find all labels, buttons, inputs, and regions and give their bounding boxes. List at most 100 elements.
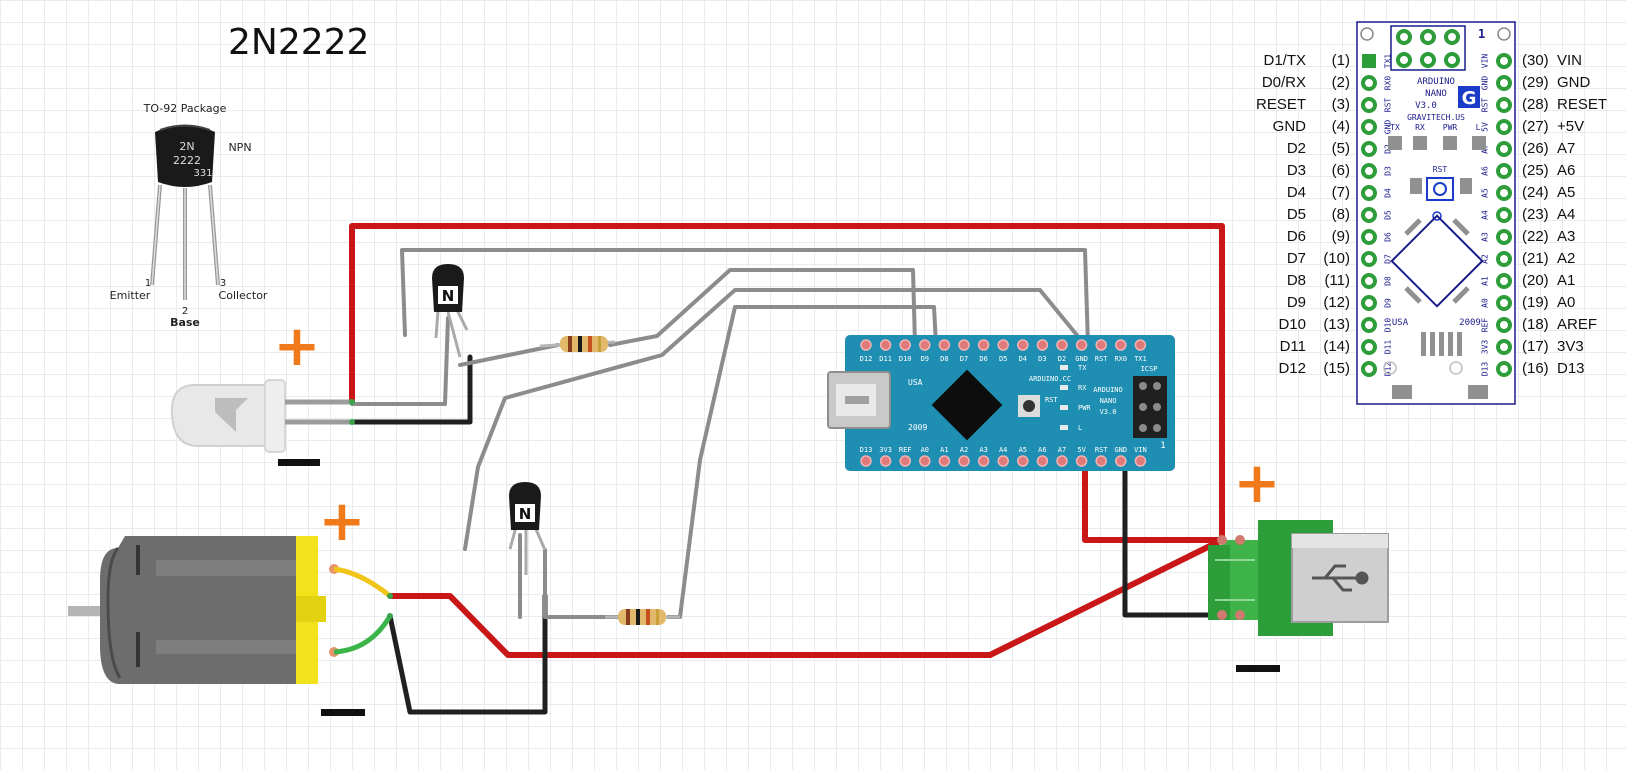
nano-top-pin-label: RX0 xyxy=(1114,355,1127,363)
nano-icsp-text: ICSP xyxy=(1141,365,1158,373)
nano-top-pin xyxy=(1095,339,1107,351)
nano-bottom-pin-label: A2 xyxy=(960,446,968,454)
pinout-right-name: RESET xyxy=(1557,96,1608,113)
pinout-left-number: (11) xyxy=(1324,272,1350,289)
nano-top-pin-label: GND xyxy=(1075,355,1088,363)
pinout-right-silk: A4 xyxy=(1481,210,1490,220)
nano-rst-text: RST xyxy=(1045,396,1058,404)
nano-bottom-pin-label: A3 xyxy=(979,446,987,454)
nano-brand-text: ARDUINO.CC xyxy=(1029,375,1071,383)
nano-top-pin xyxy=(879,339,892,351)
pinout-left-name: D9 xyxy=(1286,294,1306,311)
nano-led-l: L xyxy=(1078,424,1082,432)
pinout-left-silk: D9 xyxy=(1384,298,1393,308)
motor-minus-sign xyxy=(321,709,365,716)
pinout-left-silk: D3 xyxy=(1384,166,1393,176)
gray-wire-t2-collector xyxy=(543,548,620,619)
pinout-left-silk: TX1 xyxy=(1384,54,1393,69)
pinout-left-pad xyxy=(1361,295,1377,311)
nano-top-pin xyxy=(1017,339,1029,351)
pinout-right-silk: A1 xyxy=(1481,276,1490,286)
pinout-right-name: A1 xyxy=(1557,272,1576,289)
pinout-left-number: (9) xyxy=(1331,228,1350,245)
pinout-left-name: D3 xyxy=(1286,162,1306,179)
pinout-right-number: (19) xyxy=(1522,294,1549,311)
transistor-body-line-1: 2N xyxy=(179,140,194,153)
black-wire-nano-gnd xyxy=(1122,457,1228,618)
nano-pin1-marker: 1 xyxy=(1160,441,1165,451)
pinout-left-name: D2 xyxy=(1286,140,1306,157)
nano-bottom-pin-label: 5V xyxy=(1077,446,1086,454)
pinout-right-name: GND xyxy=(1557,74,1591,91)
pinout-right-pad xyxy=(1496,317,1512,333)
nano-usa-text: USA xyxy=(908,378,923,387)
black-wire-motor-minus xyxy=(387,593,548,715)
pinout-left-silk: D4 xyxy=(1384,188,1393,198)
pinout-left-name: GND xyxy=(1272,118,1306,135)
nano-bottom-pin xyxy=(938,455,951,467)
pinout-right-number: (23) xyxy=(1522,206,1549,223)
pinout-left-silk: D11 xyxy=(1384,340,1393,355)
motor-plus-sign: + xyxy=(319,489,366,554)
pinout-left-name: D7 xyxy=(1286,250,1306,267)
nano-top-pin-label: D9 xyxy=(921,355,929,363)
pinout-left-silk: D7 xyxy=(1384,254,1393,264)
red-wire-motor-plus xyxy=(387,537,1225,658)
pinout-right-name: 3V3 xyxy=(1557,338,1584,355)
nano-bottom-pin-label: A7 xyxy=(1058,446,1066,454)
nano-top-pin-label: D12 xyxy=(860,355,873,363)
pinout-right-number: (16) xyxy=(1522,360,1549,377)
usb-symbol-icon xyxy=(1312,564,1369,592)
pin3-number: 3 xyxy=(220,278,226,289)
pinout-right-number: (20) xyxy=(1522,272,1549,289)
resistor-r1 xyxy=(539,336,616,352)
pinout-right-pad xyxy=(1496,273,1512,289)
nano-bottom-pin-label: 3V3 xyxy=(879,446,892,454)
nano-bottom-pin xyxy=(899,455,911,467)
pinout-right-pad xyxy=(1496,119,1512,135)
pinout-right-silk: A6 xyxy=(1481,166,1490,176)
nano-pinout-diagram: TX1RX0RSTGNDD2D3D4D5D6D7D8D9D10D11D12 VI… xyxy=(1356,21,1516,405)
pinout-left-number: (5) xyxy=(1331,140,1350,157)
pinout-brand-1: ARDUINO xyxy=(1417,77,1455,87)
nano-bottom-pin xyxy=(1017,455,1029,467)
nano-top-pin-label: D7 xyxy=(960,355,968,363)
nano-top-pin xyxy=(1036,339,1049,351)
pinout-right-silk: REF xyxy=(1481,318,1490,333)
nano-bottom-pin xyxy=(1036,455,1049,467)
pinout-right-pad xyxy=(1496,361,1512,377)
gray-wire-t1-emitter-to-gnd xyxy=(400,248,1090,347)
pinout-left-number: (13) xyxy=(1323,316,1350,333)
usb-minus-sign xyxy=(1236,665,1280,672)
pinout-brand-3: V3.0 xyxy=(1415,101,1437,111)
pinout-left-number: (7) xyxy=(1331,184,1350,201)
nano-led-tx: TX xyxy=(1078,364,1087,372)
pinout-left-pad xyxy=(1361,141,1377,157)
pinout-right-pad xyxy=(1496,53,1512,69)
pinout-right-name: A7 xyxy=(1557,140,1576,157)
pinout-right-name: D13 xyxy=(1557,360,1585,377)
pinout-left-pad xyxy=(1361,339,1377,355)
pinout-left-pad xyxy=(1361,185,1377,201)
nano-top-pin-label: D10 xyxy=(899,355,912,363)
pinout-brand-2: NANO xyxy=(1425,89,1447,99)
pinout-left-name: D0/RX xyxy=(1261,74,1306,91)
pinout-right-name: VIN xyxy=(1557,52,1583,69)
pinout-right-number: (21) xyxy=(1522,250,1549,267)
pinout-right-number: (25) xyxy=(1522,162,1549,179)
nano-bottom-pin xyxy=(919,455,931,467)
diagram-title: 2N2222 xyxy=(228,22,370,63)
pin3-name-collector: Collector xyxy=(219,289,268,302)
pinout-right-name: A0 xyxy=(1557,294,1576,311)
nano-bottom-pin-label: GND xyxy=(1114,446,1127,454)
nano-top-pin xyxy=(938,339,951,351)
pinout-right-name: A6 xyxy=(1557,162,1576,179)
pinout-left-name: D12 xyxy=(1278,360,1306,377)
pinout-right-pad xyxy=(1496,229,1512,245)
pinout-left-name: D1/TX xyxy=(1263,52,1306,69)
nano-top-pin xyxy=(1115,339,1127,351)
nano-bottom-pin xyxy=(1056,455,1068,467)
nano-bottom-pin xyxy=(997,455,1009,467)
pinout-left-pad xyxy=(1361,229,1377,245)
nano-top-pin xyxy=(977,339,990,351)
